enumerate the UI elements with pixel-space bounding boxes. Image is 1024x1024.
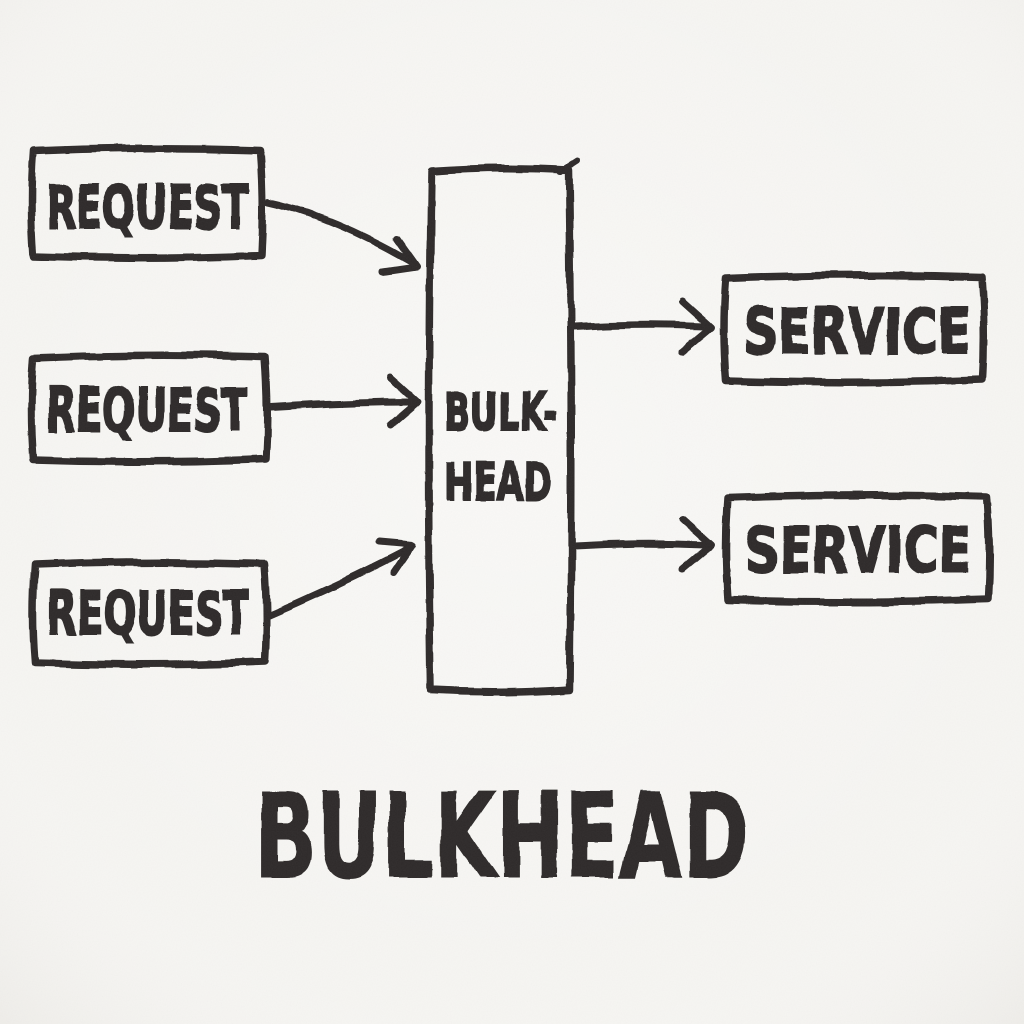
bulkhead-diagram: REQUEST REQUEST REQUEST BULK- HEAD SERVI… xyxy=(0,0,1024,1024)
paper-grain xyxy=(0,0,1024,1024)
bulkhead-diagram-page: REQUEST REQUEST REQUEST BULK- HEAD SERVI… xyxy=(0,0,1024,1024)
